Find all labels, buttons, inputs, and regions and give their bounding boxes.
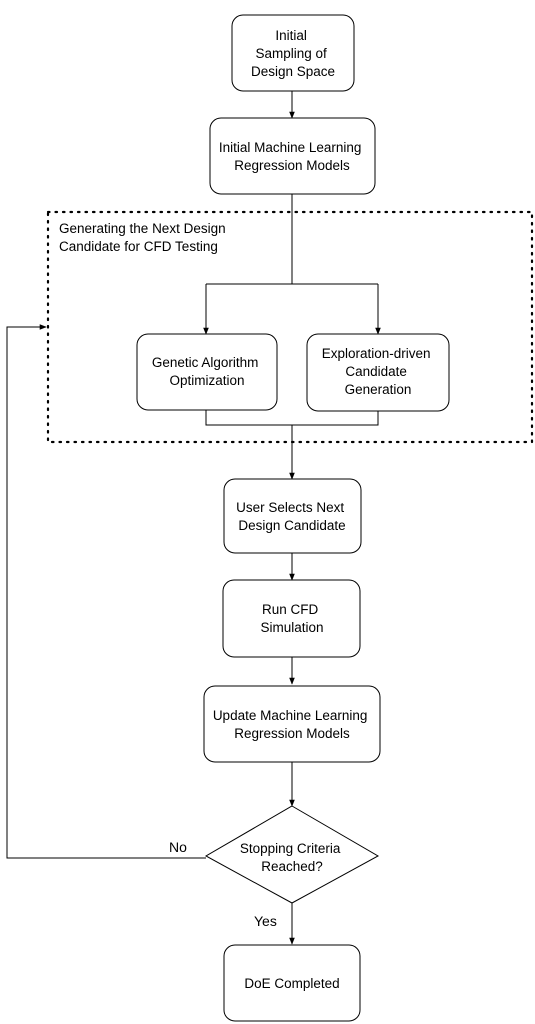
group-label-line: Generating the Next Design	[59, 221, 226, 236]
node-label: Genetic Algorithm Optimization	[152, 355, 262, 388]
node-exploration: Exploration-driven Candidate Generation	[306, 333, 450, 412]
connectors	[6, 91, 381, 945]
node-update-ml: Update Machine Learning Regression Model…	[203, 685, 381, 763]
group-label: Generating the Next Design Candidate for…	[59, 221, 229, 254]
node-box	[223, 944, 361, 1022]
node-box	[136, 333, 278, 411]
node-label-line: Stopping Criteria	[240, 841, 341, 856]
node-label-line: Design Space	[251, 64, 335, 79]
node-initial-sampling: Initial Sampling of Design Space	[231, 14, 355, 92]
node-run-cfd: Run CFD Simulation	[222, 579, 361, 658]
node-label-line: Genetic Algorithm	[152, 355, 259, 370]
node-label-line: Simulation	[260, 620, 323, 635]
node-label-line: Reached?	[261, 859, 323, 874]
edge-stopping-no-loop	[6, 324, 206, 859]
node-box	[209, 117, 376, 195]
node-label-line: Sampling of	[255, 46, 327, 61]
group-container	[46, 210, 534, 444]
node-label-line: Update Machine Learning	[213, 708, 368, 723]
group-label-line: Candidate for CFD Testing	[59, 239, 218, 254]
node-label: Stopping Criteria Reached?	[240, 841, 344, 874]
node-label: Initial Sampling of Design Space	[251, 28, 335, 79]
node-label-line: Initial Machine Learning	[219, 140, 362, 155]
node-stopping-criteria: Stopping Criteria Reached?	[204, 805, 380, 904]
node-label-line: Run CFD	[262, 602, 319, 617]
node-label-line: Generation	[345, 382, 412, 397]
node-box	[231, 14, 355, 92]
node-label-line: Design Candidate	[238, 518, 345, 533]
node-label-line: Regression Models	[234, 726, 350, 741]
node-initial-ml: Initial Machine Learning Regression Mode…	[209, 117, 376, 195]
node-label-line: DoE Completed	[244, 976, 339, 991]
node-label: DoE Completed	[244, 976, 339, 991]
node-label-line: Exploration-driven	[322, 346, 431, 361]
node-box	[203, 685, 381, 763]
node-label: Initial Machine Learning Regression Mode…	[219, 140, 365, 173]
node-label-line: Candidate	[345, 364, 407, 379]
node-user-selects: User Selects Next Design Candidate	[223, 478, 362, 554]
decision-diamond	[204, 805, 380, 904]
node-box	[222, 579, 361, 658]
node-label-line: User Selects Next	[236, 500, 344, 515]
node-label: Run CFD Simulation	[260, 602, 323, 635]
node-label-line: Regression Models	[234, 158, 350, 173]
edge-merge	[205, 410, 379, 426]
node-label: Update Machine Learning Regression Model…	[213, 708, 371, 741]
node-box	[223, 478, 362, 554]
edge-label-yes: Yes	[254, 913, 277, 929]
node-label-line: Initial	[275, 28, 307, 43]
node-label: Exploration-driven Candidate Generation	[322, 346, 435, 397]
node-label: User Selects Next Design Candidate	[236, 500, 348, 533]
node-box	[306, 333, 450, 412]
node-doe-completed: DoE Completed	[223, 944, 361, 1022]
node-genetic-algorithm: Genetic Algorithm Optimization	[136, 333, 278, 411]
edge-label-no: No	[169, 839, 187, 855]
node-label-line: Optimization	[169, 373, 244, 388]
